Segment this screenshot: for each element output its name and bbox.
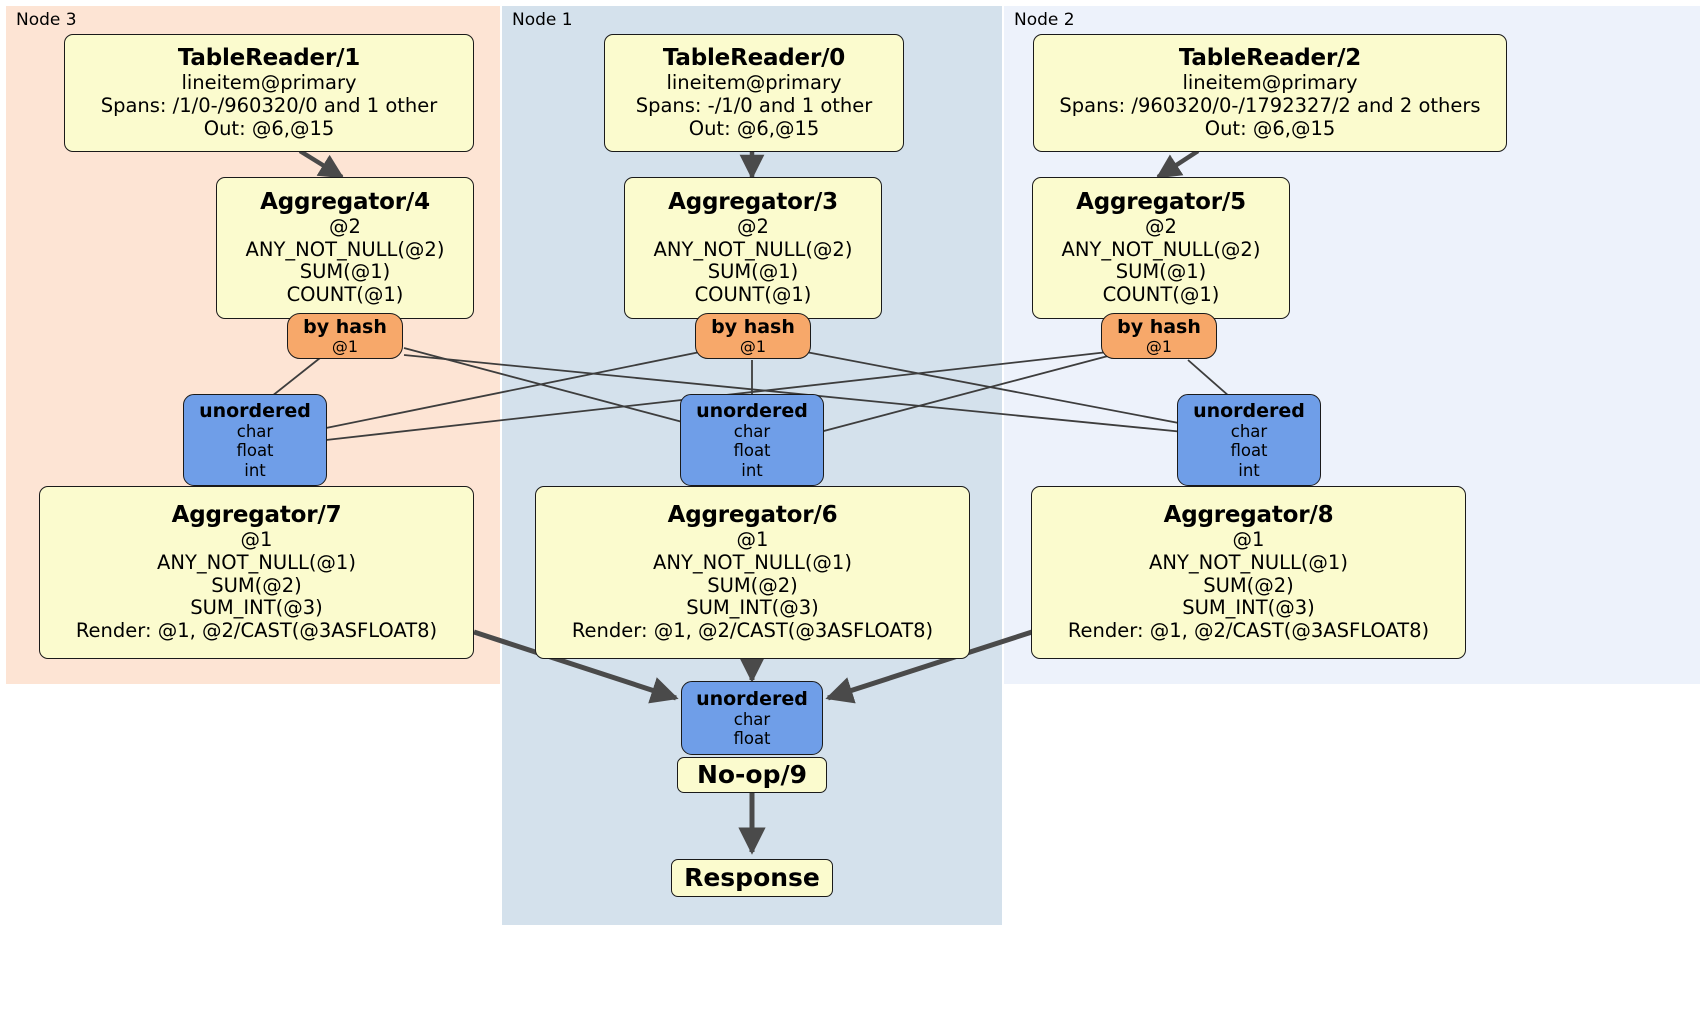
processor-detail: Spans: -/1/0 and 1 other (635, 94, 873, 118)
processor-detail: lineitem@primary (181, 71, 357, 95)
synchronizer-title: unordered (696, 687, 808, 710)
processor-detail: lineitem@primary (666, 71, 842, 95)
synchronizer-unordered-right[interactable]: unordered char float int (1177, 394, 1321, 486)
router-title: by hash (711, 315, 795, 338)
processor-detail: SUM_INT(@3) (190, 596, 323, 620)
processor-detail: SUM(@1) (707, 260, 799, 284)
processor-detail: Spans: /1/0-/960320/0 and 1 other (100, 94, 438, 118)
synchronizer-detail: int (244, 460, 266, 480)
processor-detail: @1 (1232, 527, 1265, 551)
synchronizer-detail: char (1230, 422, 1268, 442)
synchronizer-title: unordered (199, 399, 311, 422)
synchronizer-unordered-center[interactable]: unordered char float int (680, 394, 824, 486)
processor-detail: lineitem@primary (1182, 71, 1358, 95)
processor-aggregator-8[interactable]: Aggregator/8 @1 ANY_NOT_NULL(@1) SUM(@2)… (1031, 486, 1466, 659)
synchronizer-unordered-final[interactable]: unordered char float (681, 681, 823, 755)
processor-detail: COUNT(@1) (1102, 283, 1220, 307)
processor-title: Aggregator/6 (667, 502, 838, 529)
processor-detail: ANY_NOT_NULL(@1) (1149, 550, 1348, 574)
processor-detail: Out: @6,@15 (688, 116, 820, 140)
processor-detail: Spans: /960320/0-/1792327/2 and 2 others (1059, 94, 1481, 118)
processor-title: Response (684, 863, 820, 893)
processor-detail: @1 (240, 527, 273, 551)
processor-aggregator-6[interactable]: Aggregator/6 @1 ANY_NOT_NULL(@1) SUM(@2)… (535, 486, 970, 659)
synchronizer-detail: float (1230, 441, 1268, 461)
cluster-node-2-label: Node 2 (1014, 10, 1075, 30)
synchronizer-detail: float (236, 441, 274, 461)
processor-detail: Render: @1, @2/CAST(@3ASFLOAT8) (75, 619, 438, 643)
processor-detail: ANY_NOT_NULL(@2) (653, 237, 853, 261)
processor-detail: Render: @1, @2/CAST(@3ASFLOAT8) (571, 619, 934, 643)
processor-detail: Render: @1, @2/CAST(@3ASFLOAT8) (1067, 619, 1430, 643)
processor-detail: @1 (736, 527, 769, 551)
cluster-node-3-label: Node 3 (16, 10, 77, 30)
router-by-hash-left[interactable]: by hash @1 (287, 313, 403, 359)
processor-detail: ANY_NOT_NULL(@1) (157, 550, 356, 574)
processor-title: TableReader/0 (662, 45, 846, 72)
processor-detail: COUNT(@1) (694, 283, 812, 307)
processor-detail: ANY_NOT_NULL(@1) (653, 550, 852, 574)
processor-tablereader-1[interactable]: TableReader/1 lineitem@primary Spans: /1… (64, 34, 474, 152)
router-by-hash-center[interactable]: by hash @1 (695, 313, 811, 359)
processor-tablereader-2[interactable]: TableReader/2 lineitem@primary Spans: /9… (1033, 34, 1507, 152)
processor-detail: SUM_INT(@3) (1182, 596, 1315, 620)
processor-aggregator-4[interactable]: Aggregator/4 @2 ANY_NOT_NULL(@2) SUM(@1)… (216, 177, 474, 319)
processor-detail: @2 (329, 214, 361, 238)
processor-detail: @2 (1145, 214, 1177, 238)
processor-detail: SUM(@1) (299, 260, 391, 284)
processor-detail: ANY_NOT_NULL(@2) (1061, 237, 1261, 261)
processor-detail: SUM(@2) (707, 573, 798, 597)
processor-detail: ANY_NOT_NULL(@2) (245, 237, 445, 261)
processor-detail: SUM(@1) (1115, 260, 1207, 284)
processor-detail: SUM(@2) (211, 573, 302, 597)
router-detail: @1 (1145, 336, 1173, 356)
cluster-node-1-label: Node 1 (512, 10, 573, 30)
synchronizer-detail: int (741, 460, 763, 480)
processor-detail: Out: @6,@15 (203, 116, 335, 140)
synchronizer-detail: int (1238, 460, 1260, 480)
synchronizer-detail: char (236, 422, 274, 442)
processor-aggregator-5[interactable]: Aggregator/5 @2 ANY_NOT_NULL(@2) SUM(@1)… (1032, 177, 1290, 319)
processor-aggregator-3[interactable]: Aggregator/3 @2 ANY_NOT_NULL(@2) SUM(@1)… (624, 177, 882, 319)
processor-title: No-op/9 (696, 760, 808, 790)
router-by-hash-right[interactable]: by hash @1 (1101, 313, 1217, 359)
processor-detail: SUM(@2) (1203, 573, 1294, 597)
synchronizer-detail: float (733, 729, 771, 749)
processor-detail: Out: @6,@15 (1204, 116, 1336, 140)
processor-detail: COUNT(@1) (286, 283, 404, 307)
processor-tablereader-0[interactable]: TableReader/0 lineitem@primary Spans: -/… (604, 34, 904, 152)
router-title: by hash (1117, 315, 1201, 338)
processor-title: Aggregator/3 (668, 188, 838, 215)
processor-noop-9[interactable]: No-op/9 (677, 757, 827, 793)
processor-title: Aggregator/5 (1076, 188, 1246, 215)
processor-title: TableReader/1 (177, 45, 361, 72)
processor-title: Aggregator/4 (260, 188, 430, 215)
processor-title: Aggregator/8 (1163, 502, 1334, 529)
processor-title: Aggregator/7 (171, 502, 342, 529)
synchronizer-detail: char (733, 709, 771, 729)
router-title: by hash (303, 315, 387, 338)
processor-detail: @2 (737, 214, 769, 238)
processor-aggregator-7[interactable]: Aggregator/7 @1 ANY_NOT_NULL(@1) SUM(@2)… (39, 486, 474, 659)
synchronizer-detail: float (733, 441, 771, 461)
router-detail: @1 (331, 336, 359, 356)
processor-detail: SUM_INT(@3) (686, 596, 819, 620)
processor-response[interactable]: Response (671, 859, 833, 897)
router-detail: @1 (739, 336, 767, 356)
synchronizer-unordered-left[interactable]: unordered char float int (183, 394, 327, 486)
synchronizer-title: unordered (696, 399, 808, 422)
synchronizer-title: unordered (1193, 399, 1305, 422)
synchronizer-detail: char (733, 422, 771, 442)
processor-title: TableReader/2 (1178, 45, 1362, 72)
